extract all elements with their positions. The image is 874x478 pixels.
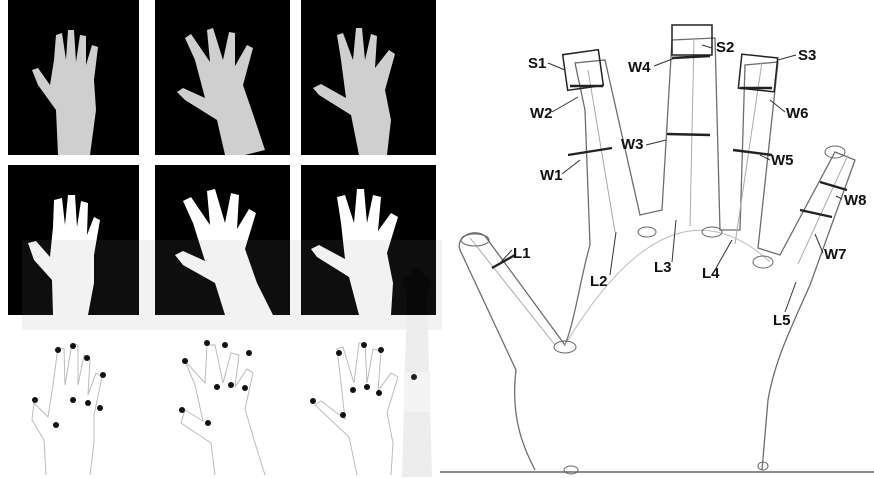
label-W3: W3 <box>621 136 644 153</box>
grayscale-hand-panel-1 <box>8 0 139 155</box>
label-L2: L2 <box>590 273 608 290</box>
label-W1: W1 <box>540 167 563 184</box>
label-W7: W7 <box>824 246 847 263</box>
label-W4: W4 <box>628 59 651 76</box>
label-W6: W6 <box>786 105 809 122</box>
grayscale-hand-2 <box>177 28 265 155</box>
label-L5: L5 <box>773 312 791 329</box>
label-W2: W2 <box>530 105 553 122</box>
label-S3: S3 <box>798 47 816 64</box>
label-L4: L4 <box>702 265 720 282</box>
grayscale-hand-panel-3 <box>301 0 436 155</box>
label-W8: W8 <box>844 192 867 209</box>
grayscale-hand-1 <box>32 30 98 155</box>
label-W5: W5 <box>771 152 794 169</box>
label-S2: S2 <box>716 39 734 56</box>
grayscale-hand-3 <box>313 28 395 155</box>
watermark-tower-icon <box>22 232 442 477</box>
hand-geometry-diagram: S1 S2 S3 W1 W2 W3 W4 W5 W6 W7 W8 L1 L2 L… <box>440 0 874 478</box>
label-L3: L3 <box>654 259 672 276</box>
finger-axes <box>470 38 848 345</box>
label-S1: S1 <box>528 55 546 72</box>
label-L1: L1 <box>513 245 531 262</box>
grayscale-hand-panel-2 <box>155 0 290 155</box>
